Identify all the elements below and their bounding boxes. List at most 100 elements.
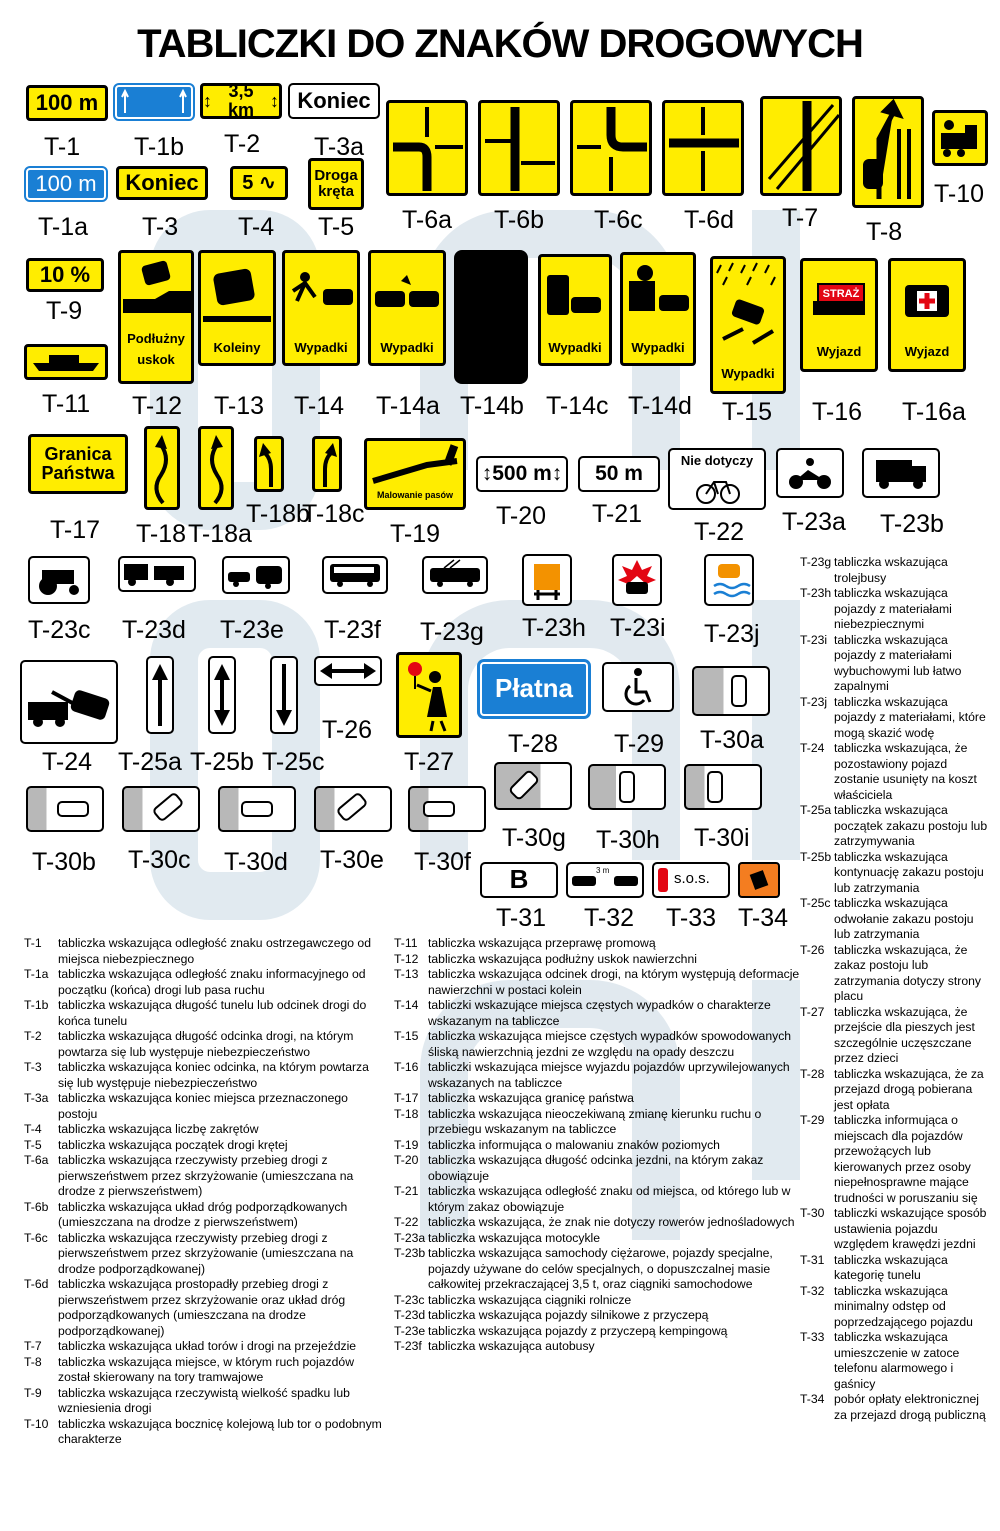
description-text: tabliczka wskazująca odległość znaku od … — [428, 1184, 791, 1214]
description-code: T-23e — [394, 1323, 426, 1338]
sign-t25a — [146, 656, 174, 734]
sign-t23a — [776, 448, 844, 498]
label-t14b: T-14b — [460, 392, 524, 420]
sign-t16: STRAŻ Wyjazd — [800, 258, 878, 372]
description-code: T-23j — [800, 694, 828, 709]
sign-t28: Płatna — [477, 659, 591, 719]
sign-t7 — [760, 96, 842, 196]
sign-t1b — [113, 83, 195, 121]
bicycle-icon — [696, 481, 740, 504]
description-code: T-5 — [24, 1137, 42, 1152]
sign-t28-text: Płatna — [494, 673, 574, 704]
locomotive-icon — [941, 120, 977, 157]
sign-t5: Droga kręta — [308, 158, 364, 210]
label-t23d: T-23d — [122, 616, 186, 644]
label-t6b: T-6b — [494, 206, 545, 234]
sign-t1a: 100 m — [24, 166, 108, 202]
label-t8: T-8 — [866, 218, 903, 246]
label-t13: T-13 — [214, 392, 265, 420]
description-text: tabliczka wskazująca pojazdy z materiała… — [834, 694, 986, 740]
hazmat-vehicle-icon — [534, 564, 560, 600]
tractor-icon — [39, 570, 79, 595]
description-text: tabliczka wskazująca koniec odcinka, na … — [58, 1060, 369, 1090]
sign-t8 — [852, 96, 924, 208]
sign-t3a-text: Koniec — [297, 88, 371, 114]
description-code: T-10 — [24, 1416, 49, 1431]
description-code: T-7 — [24, 1339, 42, 1353]
sign-t10 — [932, 110, 988, 166]
label-t23a: T-23a — [782, 508, 846, 536]
car-caravan-icon — [228, 566, 282, 589]
description-code: T-20 — [394, 1153, 419, 1167]
label-t30a: T-30a — [700, 726, 764, 754]
sign-t4: 5 ∿ — [230, 166, 288, 200]
label-t1a: T-1a — [38, 213, 89, 241]
description-code: T-14 — [394, 998, 419, 1012]
label-t18: T-18 — [136, 520, 187, 548]
sign-t13: Koleiny — [198, 250, 276, 366]
curve-arrow-icon — [259, 443, 273, 487]
description-text: tabliczki wskazująca miejsce wyjazdu poj… — [428, 1060, 790, 1090]
description-code: T-27 — [800, 1004, 825, 1019]
description-code: T-2 — [24, 1029, 42, 1043]
description-code: T-32 — [800, 1283, 825, 1298]
label-t23c: T-23c — [28, 616, 91, 644]
label-t30g: T-30g — [502, 824, 566, 852]
winding-arrow-icon — [154, 435, 168, 505]
label-t3: T-3 — [142, 213, 179, 241]
description-code: T-11 — [394, 936, 418, 950]
tram-collision-icon — [547, 275, 601, 315]
sign-t1: 100 m — [26, 85, 108, 121]
sign-t18c — [312, 436, 342, 492]
label-t7: T-7 — [782, 204, 819, 232]
description-text: tabliczka wskazująca podłużny uskok nawi… — [428, 951, 697, 966]
description-text: tabliczka wskazująca kategorię tunelu — [834, 1252, 948, 1283]
label-t30c: T-30c — [128, 846, 191, 874]
label-t21: T-21 — [592, 500, 643, 528]
arrow-up-icon — [152, 664, 168, 726]
description-code: T-24 — [800, 741, 825, 755]
description-code: T-30 — [800, 1206, 825, 1220]
description-text: tabliczka wskazująca minimalny odstęp od… — [834, 1283, 973, 1329]
sign-t33: s.o.s. — [652, 862, 730, 898]
sign-t29 — [602, 662, 674, 712]
label-t22: T-22 — [694, 518, 745, 546]
label-t34: T-34 — [738, 904, 789, 932]
description-text: pobór opłaty elektronicznej za przejazd … — [834, 1392, 986, 1422]
description-code: T-13 — [394, 967, 419, 981]
arrow-updown-icon — [214, 664, 230, 726]
label-t18c: T-18c — [302, 500, 365, 528]
motorcycle-icon — [789, 458, 831, 489]
curve-arrow-icon — [323, 443, 337, 487]
description-text: tabliczka wskazująca długość odcinka dro… — [58, 1029, 354, 1059]
sign-t12: Podłużny uskok — [118, 250, 194, 384]
description-text: tabliczka wskazująca, że za przejazd dro… — [834, 1066, 984, 1112]
sign-t21-text: 50 m — [595, 461, 643, 485]
sign-t30c — [122, 786, 200, 832]
trolleybus-icon — [430, 559, 480, 587]
description-code: T-33 — [800, 1330, 825, 1344]
sign-t17: Granica Państwa — [28, 434, 128, 494]
sign-t23c — [28, 556, 90, 604]
sign-t23d — [118, 556, 196, 592]
label-t33: T-33 — [666, 904, 717, 932]
sign-t21: 50 m — [578, 456, 660, 492]
sign-t33-text: s.o.s. — [674, 870, 710, 887]
sign-t13-text: Koleiny — [213, 340, 261, 355]
sign-t30d — [218, 786, 296, 832]
label-t6d: T-6d — [684, 206, 735, 234]
phone-extinguisher-icon — [658, 868, 668, 892]
description-code: T-9 — [24, 1385, 42, 1400]
